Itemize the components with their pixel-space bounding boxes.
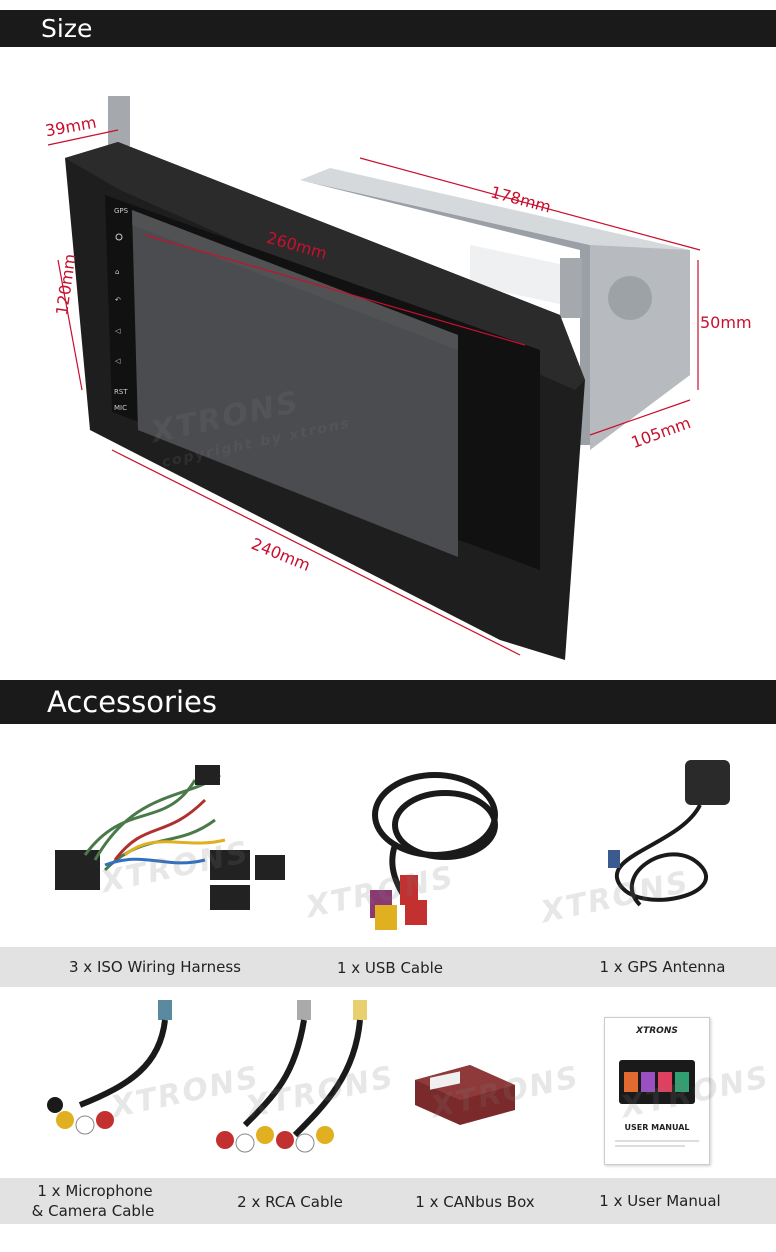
canbus-box-image	[415, 1065, 515, 1125]
usb-cable-image	[370, 772, 498, 930]
side-buttons: GPS ⌂ ↶ ◁ ◁ RST MIC	[114, 207, 129, 412]
caption-mic-camera-line1: 1 x Microphone	[37, 1182, 153, 1200]
accessories-section-header: Accessories	[0, 680, 776, 724]
caption-rca-cable: 2 x RCA Cable	[237, 1193, 343, 1211]
svg-text:MIC: MIC	[114, 404, 127, 412]
caption-usb-cable: 1 x USB Cable	[336, 959, 444, 977]
right-bracket	[560, 258, 582, 318]
mic-camera-cable-image	[47, 1000, 172, 1135]
head-unit-diagram: GPS ⌂ ↶ ◁ ◁ RST MIC	[47, 96, 701, 660]
svg-text:◁: ◁	[115, 357, 121, 365]
front-frame	[65, 142, 585, 660]
manual-title: USER MANUAL	[624, 1123, 690, 1132]
accessories-header-title: Accessories	[47, 685, 217, 719]
rca-cable-image	[216, 1000, 367, 1153]
manual-brand: XTRONS	[636, 1026, 678, 1036]
svg-text:◁: ◁	[115, 327, 121, 335]
size-section-header: Size	[0, 10, 776, 47]
dim-body-height: 50mm	[700, 313, 752, 332]
left-bracket	[108, 96, 130, 146]
manual-screen	[619, 1060, 695, 1104]
screen	[132, 210, 458, 557]
dimension-lines	[47, 129, 701, 656]
caption-band-row2: 1 x Microphone & Camera Cable 2 x RCA Ca…	[0, 1178, 776, 1224]
caption-gps-antenna: 1 x GPS Antenna	[599, 958, 726, 976]
size-header-title: Size	[41, 14, 93, 43]
metal-chassis	[300, 168, 690, 450]
caption-mic-camera-line2: & Camera Cable	[31, 1202, 155, 1220]
svg-text:⌂: ⌂	[115, 268, 119, 276]
iso-harness-image	[55, 765, 285, 910]
svg-text:GPS: GPS	[114, 207, 129, 215]
caption-band-row1: 3 x ISO Wiring Harness 1 x USB Cable 1 x…	[0, 947, 776, 987]
gps-antenna-image	[608, 760, 730, 907]
user-manual-image: XTRONS USER MANUAL	[604, 1017, 710, 1165]
caption-canbus-box: 1 x CANbus Box	[415, 1193, 535, 1211]
svg-text:RST: RST	[114, 388, 128, 396]
caption-iso-harness: 3 x ISO Wiring Harness	[68, 958, 242, 976]
caption-user-manual: 1 x User Manual	[599, 1192, 721, 1210]
svg-text:↶: ↶	[115, 296, 121, 304]
